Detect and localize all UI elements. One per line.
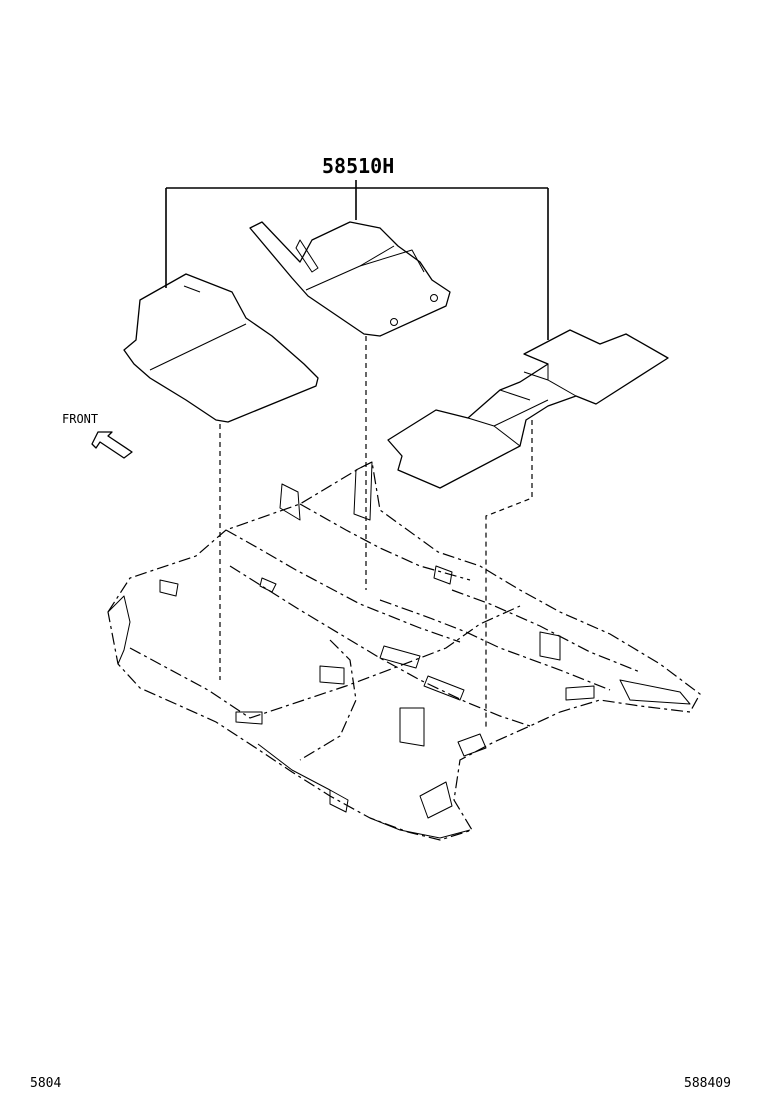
front-arrow-icon	[91, 431, 133, 459]
leader-lines	[219, 336, 533, 730]
part-number-label: 58510H	[322, 154, 395, 178]
rear-mat	[387, 329, 669, 489]
part-bracket	[165, 180, 549, 340]
front-direction-label: FRONT	[62, 412, 99, 426]
front-left-mat	[249, 221, 451, 337]
front-right-mat	[123, 273, 319, 423]
footer-right-code: 588409	[684, 1076, 731, 1091]
footer-left-code: 5804	[30, 1076, 62, 1091]
vehicle-floor-pan	[107, 461, 701, 841]
